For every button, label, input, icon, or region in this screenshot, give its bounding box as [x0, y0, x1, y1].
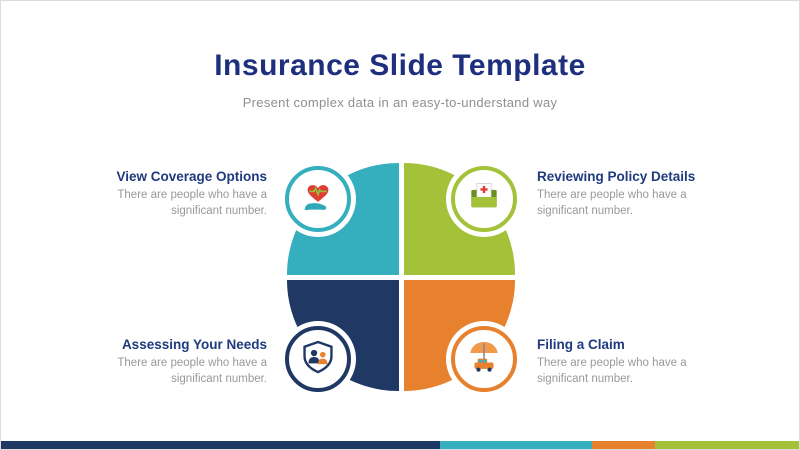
item-body: There are people who have a significant …	[117, 189, 267, 217]
badge-assessing-needs	[285, 326, 351, 392]
umbrella-car-icon	[465, 338, 503, 381]
hand-heart-icon	[299, 178, 337, 221]
item-body: There are people who have a significant …	[537, 189, 687, 217]
policy-folder-icon	[465, 178, 503, 221]
footer-segment-orange	[591, 441, 656, 449]
badge-policy-details	[451, 166, 517, 232]
item-body: There are people who have a significant …	[537, 357, 687, 385]
shield-people-icon	[299, 338, 337, 381]
item-label: Filing a Claim	[537, 337, 625, 352]
footer-color-bar	[1, 441, 799, 449]
item-label: View Coverage Options	[116, 169, 267, 184]
item-assessing-your-needs: Assessing Your Needs There are people wh…	[81, 337, 267, 387]
badge-view-coverage	[285, 166, 351, 232]
footer-segment-green	[655, 441, 799, 449]
item-label: Assessing Your Needs	[121, 337, 267, 352]
badge-filing-claim	[451, 326, 517, 392]
page-title: Insurance Slide Template	[214, 49, 586, 82]
item-view-coverage-options: View Coverage Options There are people w…	[81, 169, 267, 219]
footer-segment-teal	[439, 441, 592, 449]
item-label: Reviewing Policy Details	[537, 169, 696, 184]
footer-segment-navy	[1, 441, 440, 449]
item-body: There are people who have a significant …	[117, 357, 267, 385]
item-reviewing-policy-details: Reviewing Policy Details There are peopl…	[537, 169, 723, 219]
item-filing-a-claim: Filing a Claim There are people who have…	[537, 337, 723, 387]
page-subtitle: Present complex data in an easy-to-under…	[242, 95, 558, 110]
